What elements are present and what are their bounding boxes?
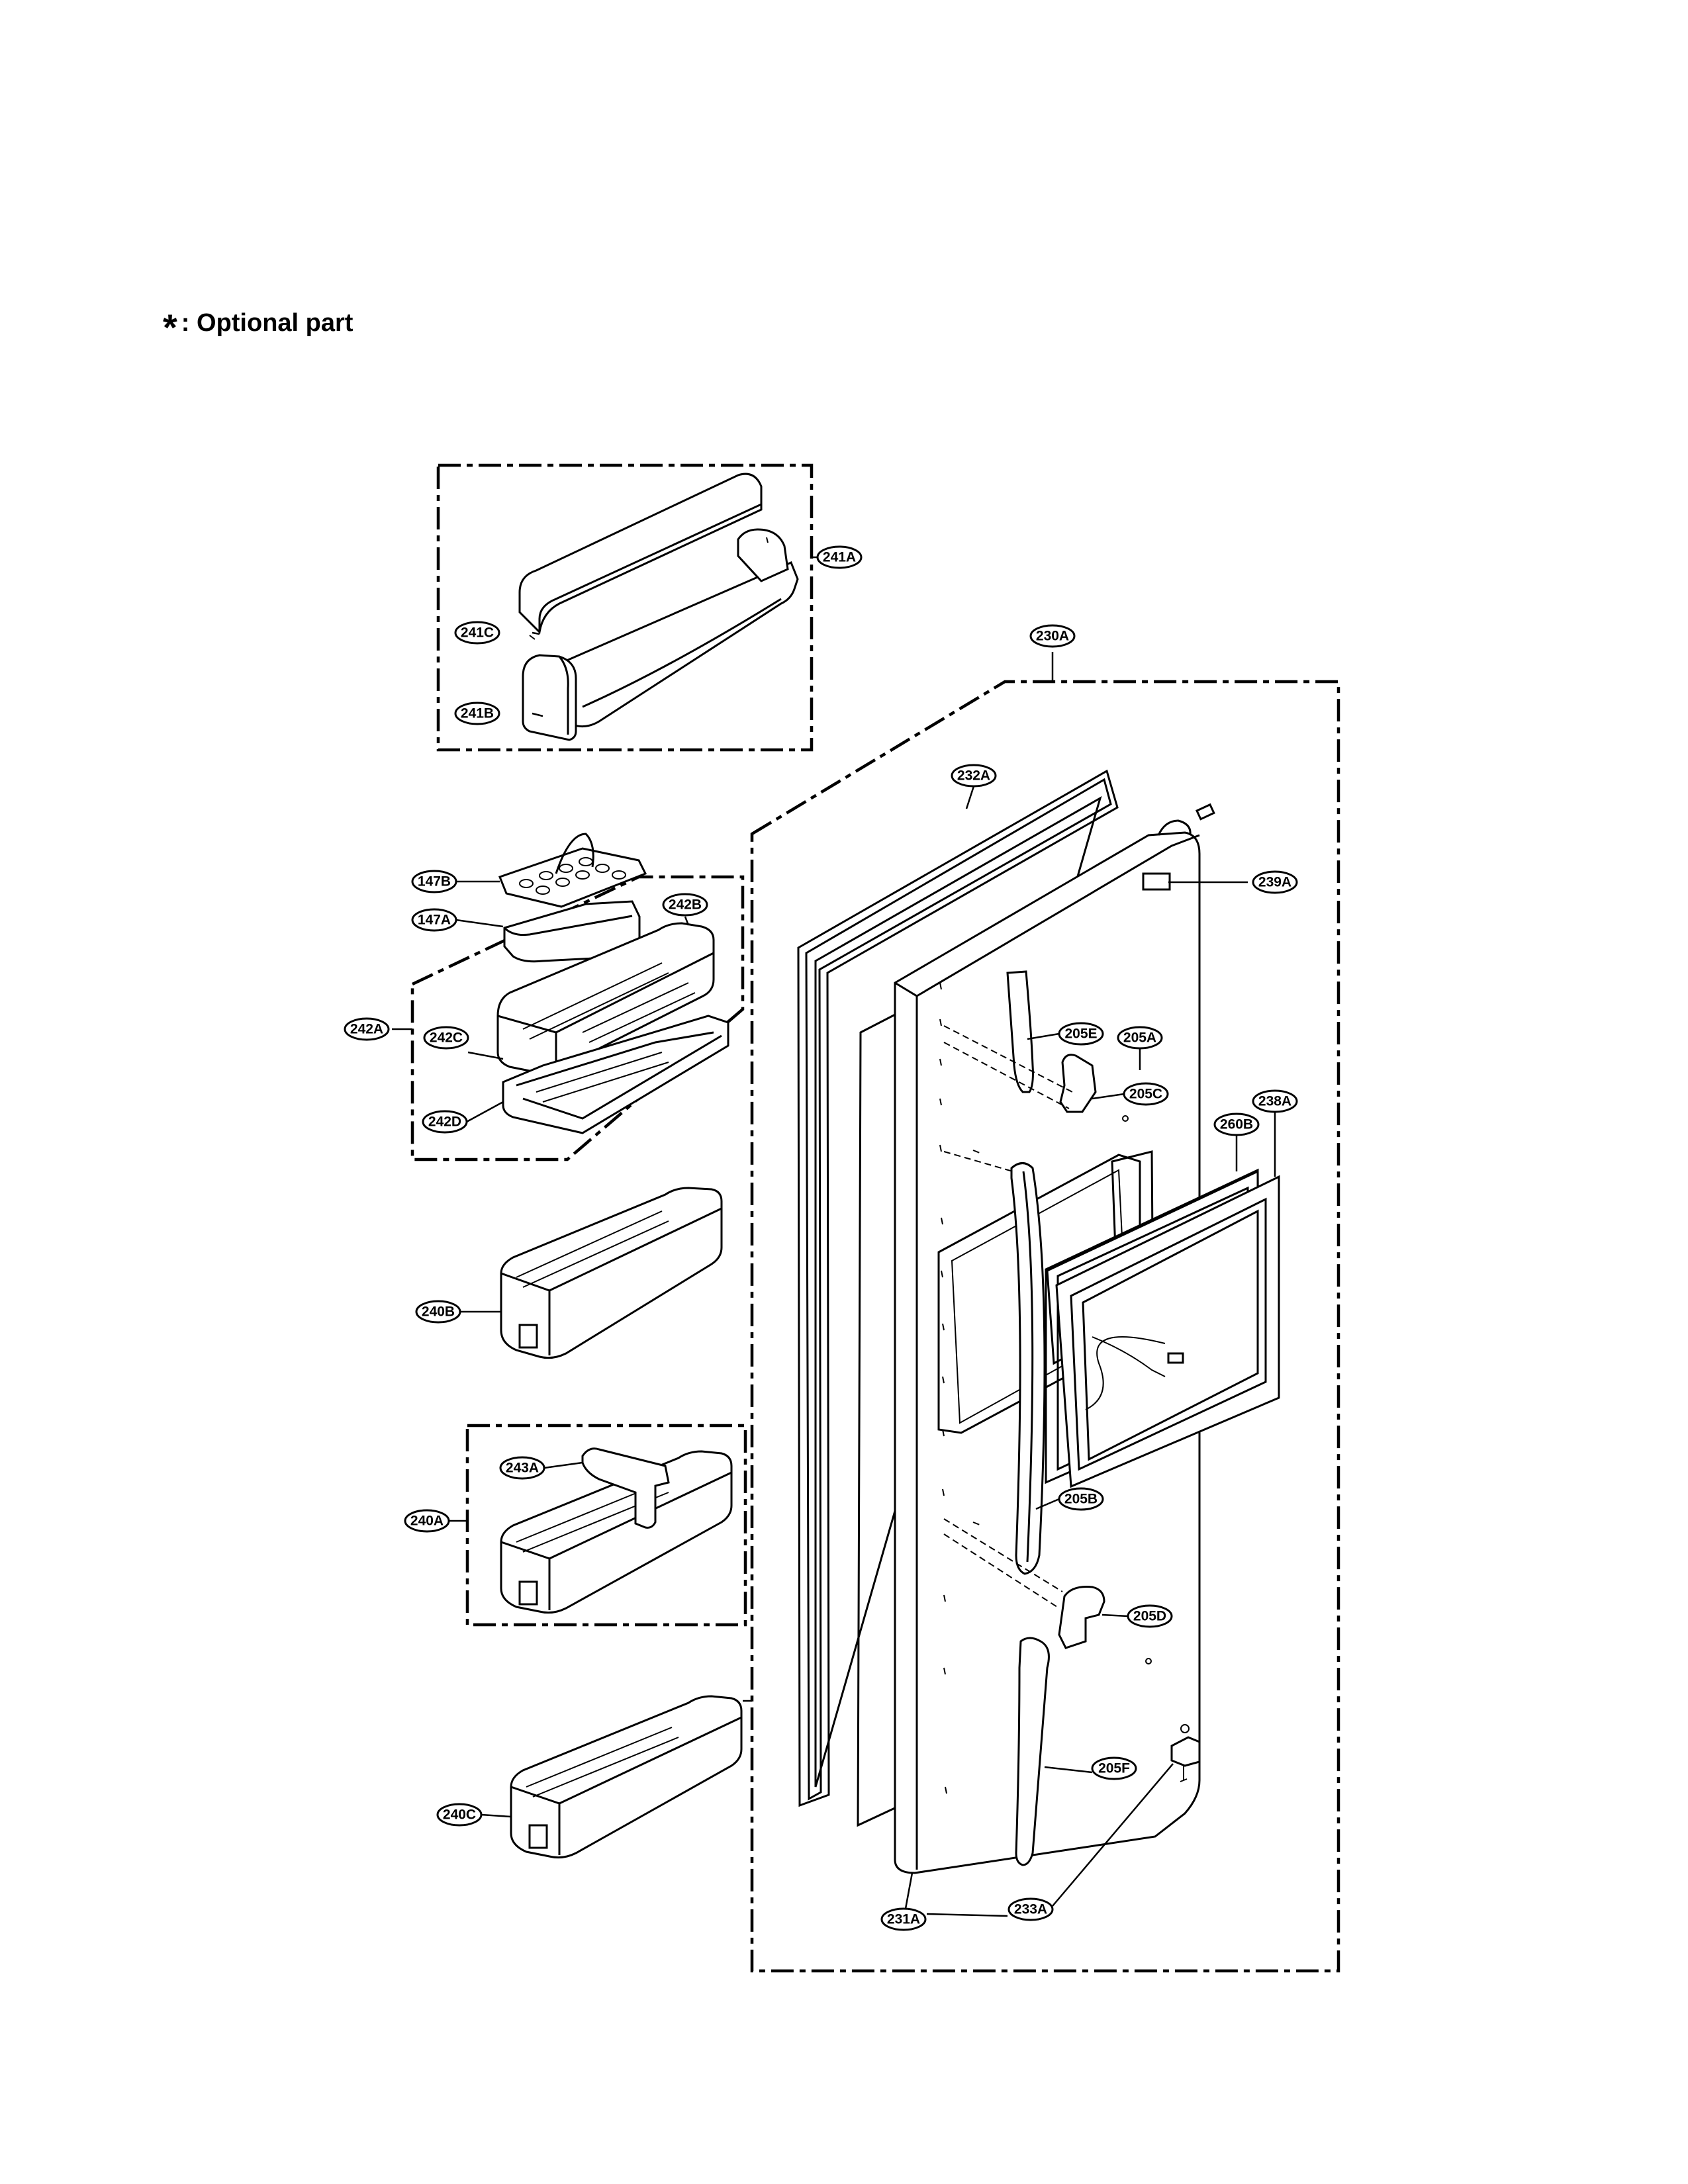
callout-147A: 147A xyxy=(411,908,457,932)
callout-241C: 241C xyxy=(454,621,500,645)
callout-239A: 239A xyxy=(1252,870,1298,894)
frame-238A xyxy=(1055,1175,1280,1488)
callout-241B: 241B xyxy=(454,702,500,725)
group-box-230A xyxy=(750,680,1340,1973)
svg-text:232A: 232A xyxy=(957,768,990,784)
callout-205B: 205B xyxy=(1058,1487,1104,1511)
group-box-241A xyxy=(436,463,814,752)
svg-text:147A: 147A xyxy=(418,913,451,928)
door-bin-242 xyxy=(496,922,729,1134)
callout-205A: 205A xyxy=(1117,1026,1163,1050)
door-bin-240A xyxy=(500,1447,733,1614)
callout-240A: 240A xyxy=(404,1509,450,1533)
leader-lines xyxy=(392,556,1276,1920)
svg-text:242A: 242A xyxy=(350,1022,383,1037)
svg-text:233A: 233A xyxy=(1014,1902,1047,1917)
callout-147B: 147B xyxy=(411,870,457,893)
svg-text:242B: 242B xyxy=(669,897,702,913)
door-bin-241A xyxy=(518,473,799,741)
svg-text:230A: 230A xyxy=(1036,629,1069,644)
svg-text:231A: 231A xyxy=(887,1912,920,1927)
callout-231A: 231A xyxy=(880,1907,927,1931)
door-bin-240B xyxy=(500,1187,723,1359)
callout-205D: 205D xyxy=(1127,1604,1173,1628)
svg-text:205D: 205D xyxy=(1133,1609,1166,1624)
callout-205C: 205C xyxy=(1123,1082,1169,1106)
callout-242B: 242B xyxy=(662,893,708,917)
svg-text:241C: 241C xyxy=(461,625,494,641)
callout-242C: 242C xyxy=(423,1026,469,1050)
handle-205F xyxy=(1015,1637,1050,1866)
svg-text:243A: 243A xyxy=(506,1461,539,1476)
door-bin-240C xyxy=(510,1695,743,1859)
callout-232A: 232A xyxy=(951,764,997,788)
egg-tray-147 xyxy=(498,833,647,963)
handle-mount-205D xyxy=(1058,1586,1152,1664)
svg-text:205F: 205F xyxy=(1098,1761,1130,1776)
handle-mount-205C xyxy=(1059,1054,1129,1122)
label-239A xyxy=(1142,872,1171,891)
callout-233A: 233A xyxy=(1008,1897,1054,1921)
group-box-240A xyxy=(465,1424,747,1627)
callout-238A: 238A xyxy=(1252,1089,1298,1113)
callout-205F: 205F xyxy=(1091,1756,1137,1780)
svg-text:241B: 241B xyxy=(461,706,494,721)
callout-205E: 205E xyxy=(1058,1022,1104,1046)
hinge-233A xyxy=(1170,1724,1201,1782)
legend-symbol: * xyxy=(163,306,177,348)
svg-text:238A: 238A xyxy=(1258,1094,1291,1109)
svg-text:240B: 240B xyxy=(422,1304,455,1320)
svg-text:240A: 240A xyxy=(410,1514,444,1529)
svg-text:242C: 242C xyxy=(430,1030,463,1046)
svg-text:205C: 205C xyxy=(1129,1087,1162,1102)
callout-242A: 242A xyxy=(344,1017,390,1041)
handle-205B xyxy=(1010,1162,1046,1575)
optional-part-legend: *: Optional part xyxy=(163,296,353,348)
svg-text:241A: 241A xyxy=(823,550,856,565)
svg-text:205B: 205B xyxy=(1064,1492,1098,1507)
callout-242D: 242D xyxy=(422,1110,468,1134)
svg-text:205A: 205A xyxy=(1123,1030,1156,1046)
svg-text:242D: 242D xyxy=(428,1115,461,1130)
callout-243A: 243A xyxy=(499,1456,545,1480)
svg-text:240C: 240C xyxy=(443,1807,476,1823)
callout-240B: 240B xyxy=(415,1300,461,1324)
callout-240C: 240C xyxy=(436,1803,483,1827)
callout-230A: 230A xyxy=(1029,624,1076,648)
svg-text:147B: 147B xyxy=(418,874,451,889)
callout-241A: 241A xyxy=(816,545,863,569)
callout-260B: 260B xyxy=(1213,1113,1260,1136)
mount-lines xyxy=(943,1025,1073,1609)
svg-text:205E: 205E xyxy=(1064,1026,1097,1042)
svg-text:239A: 239A xyxy=(1258,875,1291,890)
svg-text:260B: 260B xyxy=(1220,1117,1253,1132)
legend-text: : Optional part xyxy=(181,309,353,337)
